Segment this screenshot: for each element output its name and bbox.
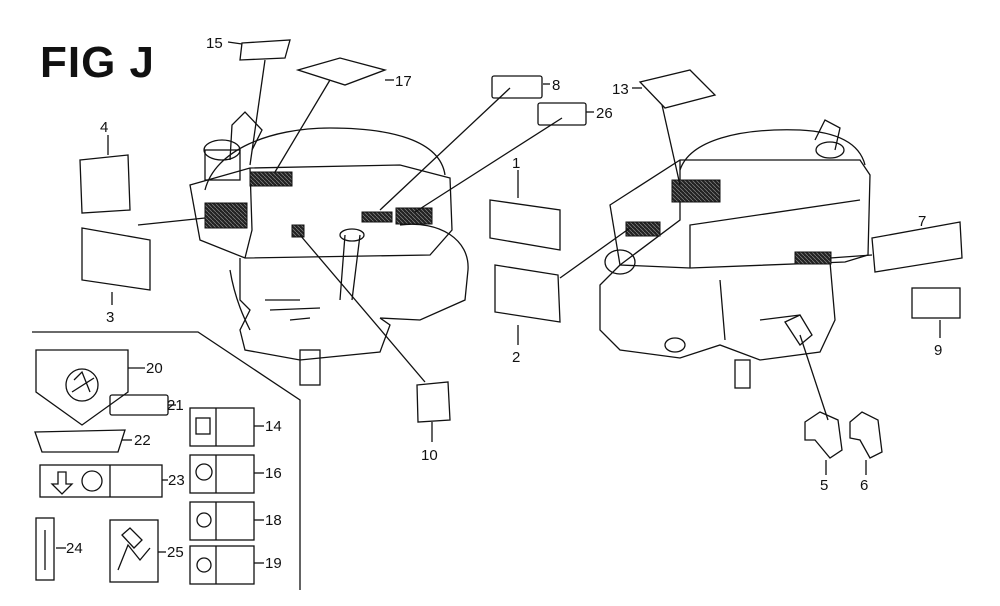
callout-3: 3 (106, 309, 114, 326)
callout-13: 13 (612, 81, 629, 98)
label-19-shape (189, 545, 255, 585)
callout-9: 9 (934, 342, 942, 359)
inset-labels (34, 349, 255, 585)
callout-25: 25 (167, 544, 184, 561)
leader-lines (107, 41, 941, 475)
label-3-shape (81, 227, 151, 291)
label-1-shape (489, 199, 561, 251)
callout-17: 17 (395, 73, 412, 90)
label-20-shape (35, 349, 129, 426)
label-26-shape (537, 102, 587, 126)
callout-23: 23 (168, 472, 185, 489)
inset-border (32, 331, 301, 590)
label-24-shape (35, 517, 55, 581)
label-14-shape (189, 407, 255, 447)
callout-7: 7 (918, 213, 926, 230)
callout-4: 4 (100, 119, 108, 136)
label-17-shape (295, 57, 388, 86)
callout-26: 26 (596, 105, 613, 122)
callout-22: 22 (134, 432, 151, 449)
label-9-shape (911, 287, 961, 319)
label-25-shape (109, 519, 159, 583)
label-18-shape (189, 501, 255, 541)
label-23-shape (39, 464, 163, 498)
right-engine-drawing (599, 119, 871, 389)
figure-title: FIG J (40, 38, 156, 87)
callout-5: 5 (820, 477, 828, 494)
label-2-shape (494, 264, 561, 323)
label-8-shape (491, 75, 543, 99)
callout-numbers: 15 17 4 3 8 26 1 2 10 13 7 9 5 6 20 21 2… (66, 35, 942, 572)
callout-20: 20 (146, 360, 163, 377)
label-15-shape (239, 39, 291, 61)
label-4-shape (79, 154, 131, 214)
callout-14: 14 (265, 418, 282, 435)
callout-6: 6 (860, 477, 868, 494)
label-shapes (79, 39, 963, 459)
label-13-shape (638, 69, 717, 109)
label-22-shape (34, 429, 126, 453)
callout-21: 21 (167, 397, 184, 414)
left-engine-drawing (189, 111, 469, 386)
callout-8: 8 (552, 77, 560, 94)
callout-19: 19 (265, 555, 282, 572)
label-16-shape (189, 454, 255, 494)
callout-10: 10 (421, 447, 438, 464)
callout-24: 24 (66, 540, 83, 557)
part-6-shape (849, 411, 883, 459)
label-10-shape (416, 381, 451, 423)
callout-1: 1 (512, 155, 520, 172)
label-7-shape (871, 221, 963, 273)
part-5-shape (804, 411, 843, 459)
callout-2: 2 (512, 349, 520, 366)
inset-leader-lines (56, 367, 264, 564)
callout-18: 18 (265, 512, 282, 529)
callout-15: 15 (206, 35, 223, 52)
callout-16: 16 (265, 465, 282, 482)
